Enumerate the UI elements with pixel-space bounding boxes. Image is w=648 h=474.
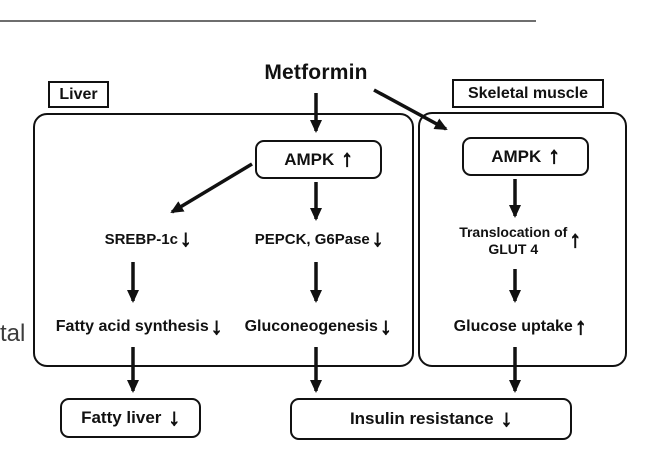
glut4-translocation-label: Translocation of GLUT 4 <box>459 224 567 258</box>
fatty-liver-outcome-box: Fatty liver ↓ <box>60 398 201 438</box>
glucose-uptake-node: Glucose uptake ↑ <box>453 313 587 339</box>
gluconeogenesis-node: Gluconeogenesis ↓ <box>244 313 392 339</box>
liver-ampk-node: AMPK ↑ <box>255 140 382 179</box>
srebp1c-node: SREBP-1c ↓ <box>104 225 192 251</box>
up-arrow-icon: ↑ <box>341 145 353 172</box>
muscle-ampk-label: AMPK <box>491 146 542 166</box>
down-arrow-icon: ↓ <box>371 225 384 251</box>
top-divider-line <box>0 20 536 22</box>
glut4-translocation-node: Translocation of GLUT 4 ↑ <box>459 224 581 258</box>
up-arrow-icon: ↑ <box>548 142 560 169</box>
glut4-line2: GLUT 4 <box>488 240 539 257</box>
gluconeogenesis-label: Gluconeogenesis <box>244 318 378 336</box>
pepck-g6pase-node: PEPCK, G6Pase ↓ <box>254 225 384 251</box>
down-arrow-icon: ↓ <box>210 313 223 339</box>
fatty-acid-synthesis-node: Fatty acid synthesis ↓ <box>55 313 223 339</box>
down-arrow-icon: ↓ <box>500 404 513 431</box>
down-arrow-icon: ↓ <box>168 403 180 430</box>
glucose-uptake-label: Glucose uptake <box>453 318 573 336</box>
pepck-g6pase-label: PEPCK, G6Pase <box>254 230 370 248</box>
liver-ampk-label: AMPK <box>284 149 335 169</box>
up-arrow-icon: ↑ <box>569 226 581 253</box>
liver-container <box>33 113 414 367</box>
skeletal-muscle-region-label-text: Skeletal muscle <box>467 84 589 102</box>
skeletal-muscle-container <box>418 112 627 367</box>
srebp1c-label: SREBP-1c <box>104 230 178 248</box>
down-arrow-icon: ↓ <box>179 225 192 251</box>
fatty-liver-label: Fatty liver <box>81 408 162 427</box>
down-arrow-icon: ↓ <box>379 313 392 339</box>
fatty-acid-synthesis-label: Fatty acid synthesis <box>55 318 209 336</box>
liver-region-label: Liver <box>48 81 109 108</box>
liver-region-label-text: Liver <box>59 85 98 103</box>
insulin-resistance-outcome-box: Insulin resistance ↓ <box>290 398 572 440</box>
insulin-resistance-label: Insulin resistance <box>349 409 494 428</box>
skeletal-muscle-region-label: Skeletal muscle <box>452 79 604 108</box>
glut4-line1: Translocation of <box>459 224 568 240</box>
muscle-ampk-node: AMPK ↑ <box>462 137 589 176</box>
cropped-text-fragment: tal <box>0 320 26 347</box>
drug-title: Metformin <box>264 61 368 84</box>
up-arrow-icon: ↑ <box>574 313 587 339</box>
